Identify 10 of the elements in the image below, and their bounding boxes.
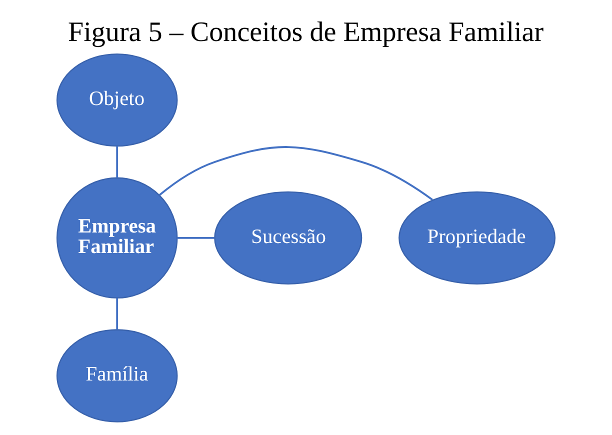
node-ellipse: Sucessão — [214, 191, 362, 284]
connector — [116, 298, 118, 330]
connector — [158, 146, 433, 201]
connector — [116, 146, 118, 178]
connector — [177, 236, 214, 239]
node-circle: Empresa Familiar — [56, 177, 178, 299]
node-ellipse: Propriedade — [398, 191, 556, 284]
diagram-title: Figura 5 – Conceitos de Empresa Familiar — [68, 16, 544, 48]
node-ellipse: Família — [56, 329, 178, 422]
node-ellipse: Objeto — [56, 53, 178, 147]
